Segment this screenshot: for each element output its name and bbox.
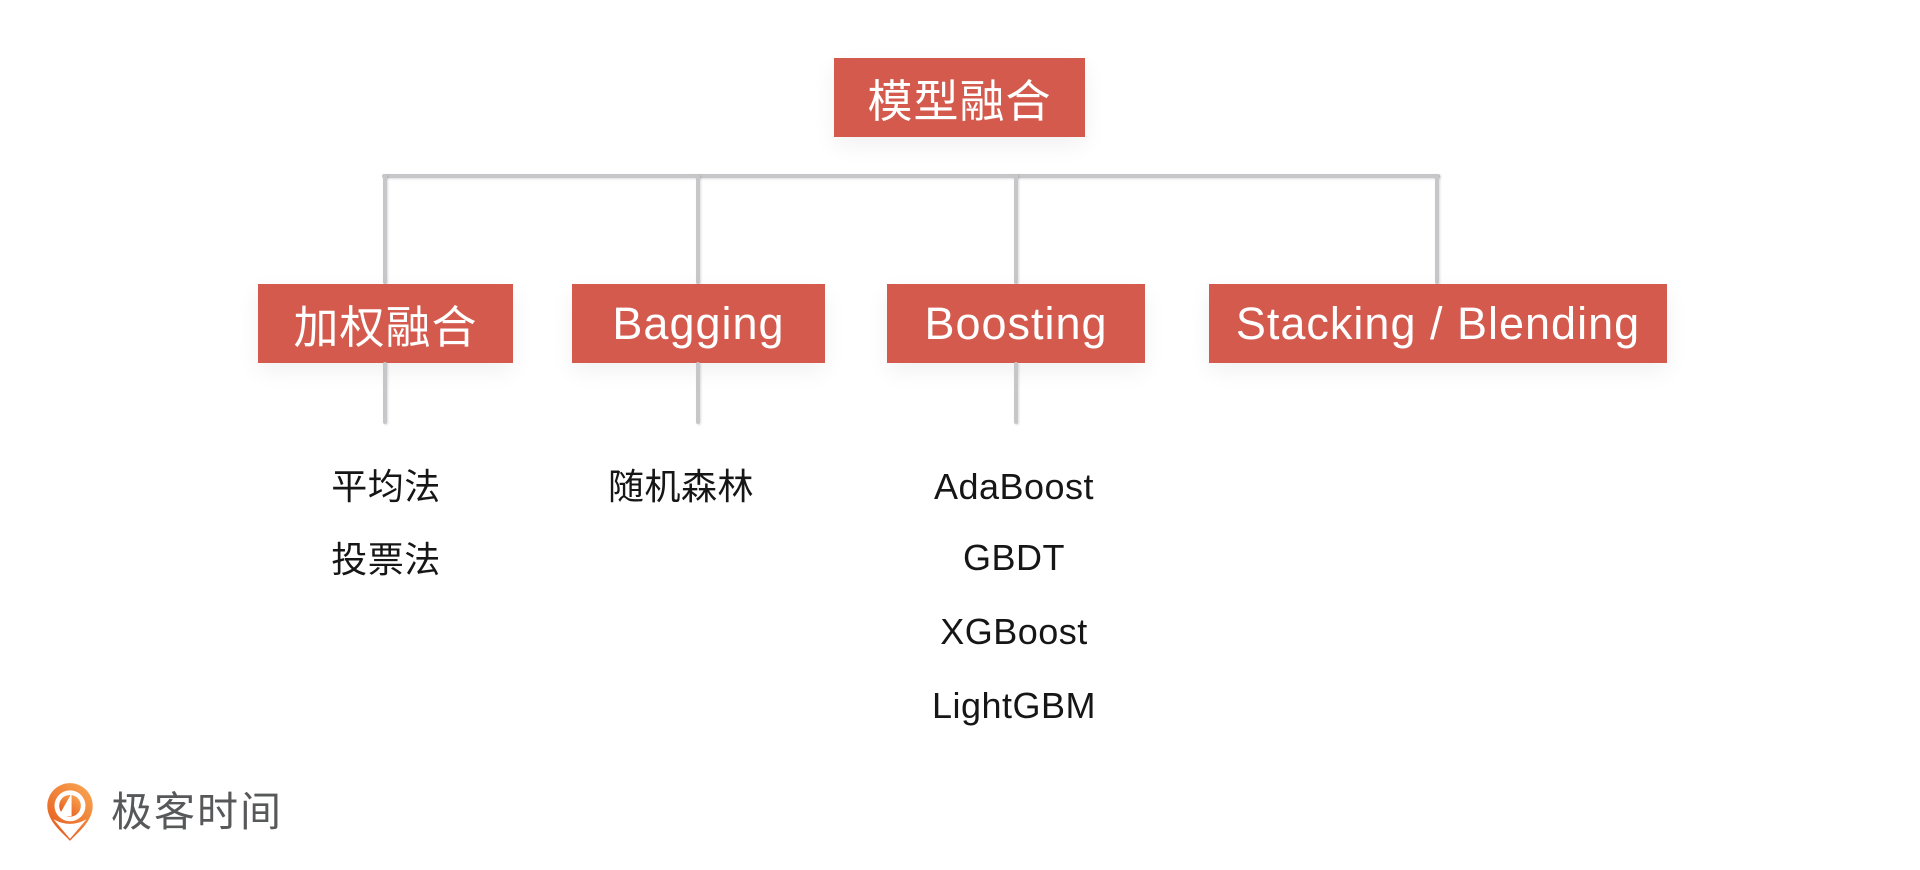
node-model-fusion: 模型融合 — [834, 58, 1085, 137]
connector-drop-stacking — [1435, 174, 1439, 284]
connector-drop-bagging — [696, 174, 700, 284]
leaf-gbdt: GBDT — [962, 537, 1066, 578]
connector-drop-weighted-fusion — [383, 174, 387, 284]
leaf-random-forest: 随机森林 — [607, 466, 755, 507]
connector-stub-weighted-fusion — [383, 362, 387, 424]
leaf-lightgbm: LightGBM — [931, 685, 1097, 726]
leaf-averaging: 平均法 — [331, 466, 441, 507]
leaf-voting: 投票法 — [331, 539, 441, 580]
node-stacking-blending: Stacking / Blending — [1209, 284, 1667, 363]
geektime-logo: 极客时间 — [44, 780, 283, 844]
connector-horizontal — [382, 174, 1440, 178]
connector-drop-boosting — [1014, 174, 1018, 284]
node-weighted-fusion: 加权融合 — [258, 284, 513, 363]
leaf-xgboost: XGBoost — [940, 611, 1088, 652]
connector-stub-bagging — [696, 362, 700, 424]
geektime-logo-icon — [47, 783, 93, 841]
connector-stub-boosting — [1014, 362, 1018, 424]
node-boosting: Boosting — [887, 284, 1145, 363]
logo-text: 极客时间 — [111, 789, 283, 835]
leaf-adaboost: AdaBoost — [933, 466, 1095, 507]
node-bagging: Bagging — [572, 284, 825, 363]
